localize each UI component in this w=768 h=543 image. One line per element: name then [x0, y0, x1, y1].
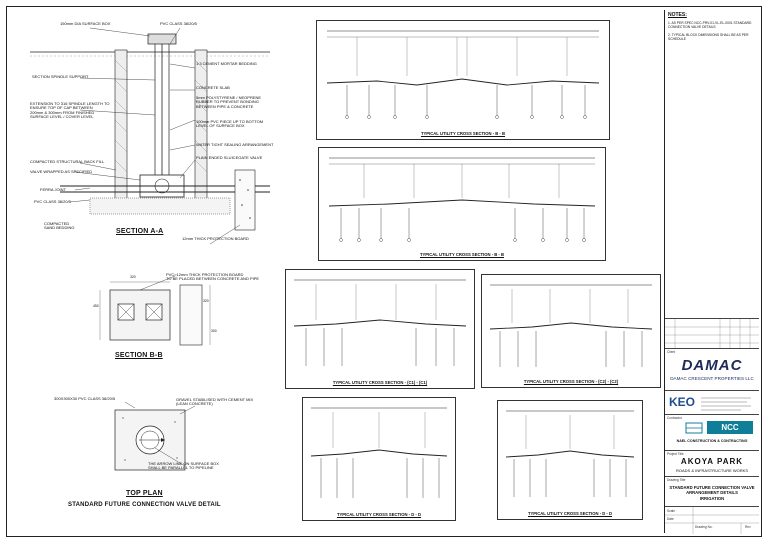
cross-section-1-drawing — [326, 30, 600, 119]
cross-section-6-caption: TYPICAL UTILITY CROSS SECTION - D - D — [527, 511, 613, 516]
cross-section-4-caption: TYPICAL UTILITY CROSS SECTION - (C2) - (… — [523, 379, 619, 384]
top-plan-drawing — [114, 401, 196, 471]
callout-polystyrene: 5mm POLYSTYRENE / NEOPRENE RUBBER TO PRE… — [196, 95, 262, 109]
callout-spindle: SECTION SPINDLE SUPPORT — [32, 74, 89, 79]
callout-top-plan-pvc: 300X300X30 PVC CLASS 38/20/5 — [54, 396, 116, 401]
section-aa-drawing — [30, 27, 270, 245]
section-bb-drawing — [99, 275, 211, 346]
cross-section-panel-6: TYPICAL UTILITY CROSS SECTION - D - D — [497, 400, 643, 520]
consultant-address-lines — [701, 397, 751, 411]
cross-section-2-caption: TYPICAL UTILITY CROSS SECTION - B - B — [419, 252, 505, 257]
revision-table — [665, 318, 759, 349]
title-block: NOTES: 1. AS PER SPEC NCC-PRV-01-VL-EL-0… — [664, 10, 759, 534]
drawing-title-label: Drawing Title — [667, 478, 686, 482]
callout-protection: 12mm THICK PROTECTION BOARD — [182, 236, 249, 241]
cross-section-6-drawing — [505, 410, 635, 497]
cross-section-4-drawing — [489, 284, 653, 367]
dim-bb-1: 320 — [130, 275, 136, 279]
cross-section-panel-5: TYPICAL UTILITY CROSS SECTION - D - D — [302, 397, 456, 521]
client-box: Client DAMAC DAMAC CRESCENT PROPERTIES L… — [665, 348, 759, 391]
dim-bb-2: 450 — [93, 304, 99, 308]
client-label: Client — [667, 350, 676, 354]
section-aa-title: SECTION A-A — [116, 228, 164, 235]
consultant-box: KEO — [665, 390, 759, 415]
note-2: 2. TYPICAL BLOCK DIMENSIONS SHALL BE AS … — [668, 33, 749, 41]
revision-grid — [665, 319, 759, 349]
cross-section-5-caption: TYPICAL UTILITY CROSS SECTION - D - D — [336, 512, 422, 517]
callout-bb-protection: PVC=12mm THICK PROTECTION BOARD TO BE PL… — [166, 272, 260, 282]
drawing-title: STANDARD FUTURE CONNECTION VALVE ARRANGE… — [669, 485, 755, 501]
scale-label: Scale — [667, 509, 675, 513]
callout-pvc-class: PVC CLASS 38/20/5 — [160, 21, 197, 26]
damac-logo: DAMAC — [681, 357, 743, 374]
project-box: Project Title AKOYA PARK ROADS & INFRAST… — [665, 450, 759, 477]
top-plan-subtitle: STANDARD FUTURE CONNECTION VALVE DETAIL — [68, 502, 221, 508]
callout-pvc2: PVC CLASS 38/20/5 — [34, 199, 71, 204]
project-name: AKOYA PARK — [680, 457, 744, 466]
callout-slab: CONCRETE SLAB — [196, 85, 230, 90]
drawing-no-label: Drawing No. — [695, 525, 713, 529]
top-plan-title: TOP PLAN — [126, 490, 163, 497]
section-bb-title: SECTION B-B — [115, 352, 163, 359]
keo-logo: KEO — [669, 395, 696, 409]
notes-heading: NOTES: — [668, 12, 687, 18]
callout-surface-box: 150mm DIA SURFACE BOX — [60, 21, 111, 26]
callout-pvc-pipe: 100mm PVC PIECE UP TO BOTTOM LEVEL OF SU… — [196, 119, 264, 129]
contractor-name: NAEL CONSTRUCTION & CONTRACTING — [676, 439, 748, 443]
date-label: Date — [667, 517, 674, 521]
callout-arrow-line: THE ARROW LINE ON SURFACE BOX SHALL BE P… — [148, 461, 219, 471]
contractor-label: Contractor — [667, 416, 682, 420]
client-name: DAMAC CRESCENT PROPERTIES LLC — [670, 376, 754, 381]
ncc-logo: NCC — [707, 421, 753, 434]
cross-section-3-caption: TYPICAL UTILITY CROSS SECTION - (C1) - (… — [332, 380, 428, 385]
callout-backfill: COMPACTED STRUCTURAL BACK FILL — [30, 159, 105, 164]
callout-plain-ended: PLAIN ENDED SLUICEGATE VALVE — [196, 155, 263, 160]
drawing-info-box: Scale Date Drawing No. Rev — [665, 506, 759, 534]
callout-extension: EXTENSION TO 316 SPINDLE LENGTH TO ENSUR… — [30, 101, 110, 120]
project-subtitle: ROADS & INFRASTRUCTURE WORKS — [675, 468, 748, 473]
note-1: 1. AS PER SPEC NCC-PRV-01-VL-EL-0001 STA… — [668, 21, 752, 29]
drawing-title-box: Drawing Title STANDARD FUTURE CONNECTION… — [665, 476, 759, 507]
cross-section-panel-3: TYPICAL UTILITY CROSS SECTION - (C1) - (… — [285, 269, 475, 389]
cross-section-2-drawing — [328, 157, 596, 242]
callout-water-tight: WATER TIGHT SEALING ARRANGEMENT — [196, 142, 274, 147]
cross-section-panel-4: TYPICAL UTILITY CROSS SECTION - (C2) - (… — [481, 274, 661, 388]
cross-section-3-drawing — [293, 279, 467, 366]
contractor-emblem-icon — [685, 422, 703, 434]
info-grid — [665, 507, 759, 534]
cross-section-1-caption: TYPICAL UTILITY CROSS SECTION - B - B — [420, 131, 506, 136]
rev-label: Rev — [745, 525, 751, 529]
drawing-sheet — [6, 6, 762, 537]
dim-bb-3: 320 — [203, 299, 209, 303]
callout-sand: COMPACTED SAND BEDDING — [44, 221, 75, 231]
cross-section-5-drawing — [310, 407, 448, 498]
project-label: Project Title — [667, 452, 684, 456]
callout-valve-wrapped: VALVE WRAPPED AS SPECIFIED — [30, 169, 93, 174]
cross-section-panel-1: TYPICAL UTILITY CROSS SECTION - B - B — [316, 20, 610, 140]
cross-section-panel-2: TYPICAL UTILITY CROSS SECTION - B - B — [318, 147, 606, 261]
contractor-box: Contractor NCC NAEL CONSTRUCTION & CONTR… — [665, 414, 759, 451]
callout-ferra: FERRA JOINT — [40, 187, 67, 192]
callout-mortar: 1:3 CEMENT MORTAR BEDDING — [196, 61, 257, 66]
dim-bb-4: 300 — [211, 329, 217, 333]
callout-gravel: GRAVEL STABILISED WITH CEMENT MIX (LEAN … — [176, 397, 254, 407]
